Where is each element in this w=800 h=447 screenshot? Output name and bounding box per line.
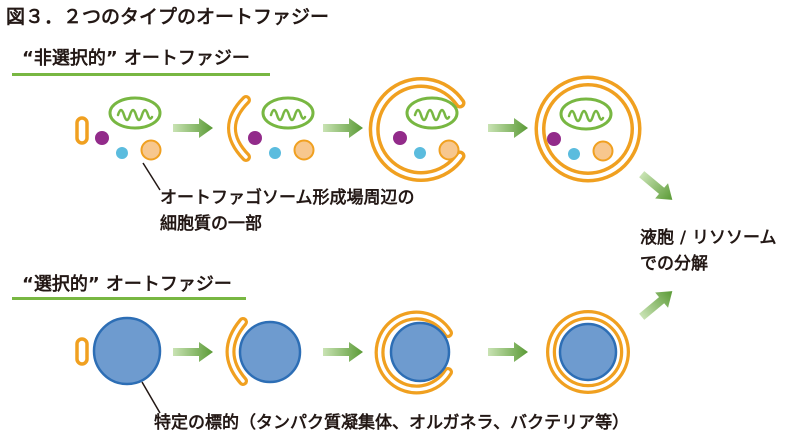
- mitochondrion-icon: [261, 96, 315, 130]
- vacuole-label-line2: での分解: [640, 254, 708, 274]
- cytoplasm-label-line2: 細胞質の一部: [160, 214, 262, 234]
- cargo-target-icon: [558, 322, 618, 382]
- step-arrow-icon: [323, 118, 363, 138]
- cargo-target-icon: [389, 321, 451, 383]
- selective-target-label: 特定の標的（タンパク質凝集体、オルガネラ、バクテリア等）: [154, 413, 630, 433]
- phagophore-small-icon: [75, 337, 89, 366]
- non-selective-underline: [12, 73, 270, 76]
- phagophore-small-icon: [75, 116, 89, 145]
- sel-stage-3: [374, 310, 453, 395]
- step-arrow-icon: [173, 342, 213, 362]
- mitochondrion-icon: [559, 97, 613, 131]
- target-pointer-line: [141, 381, 161, 414]
- mitochondrion-icon: [405, 96, 459, 130]
- sel-stage-2: [225, 317, 302, 386]
- mitochondrion-icon: [108, 96, 162, 130]
- np-stage-1: [75, 96, 162, 161]
- vacuole-label-line1: 液胞 / リソソーム: [640, 228, 777, 248]
- cargo-target-icon: [92, 316, 162, 386]
- down-right-arrow-icon: [635, 166, 679, 208]
- np-stage-2: [227, 95, 315, 162]
- cytoplasm-pointer-line: [142, 162, 161, 191]
- np-stage-4: [534, 75, 642, 183]
- selective-heading: “選択的” オートファジー: [22, 274, 232, 295]
- figure-title: 図３．２つのタイプのオートファジー: [6, 6, 330, 28]
- non-selective-heading: “非選択的” オートファジー: [22, 48, 250, 69]
- sel-stage-4: [546, 310, 630, 394]
- cargo-target-icon: [238, 320, 302, 384]
- cytoplasm-particles-icon: [94, 130, 162, 161]
- step-arrow-icon: [488, 342, 528, 362]
- step-arrow-icon: [488, 118, 528, 138]
- up-right-arrow-icon: [635, 283, 679, 325]
- vacuole-label: 液胞 / リソソーム での分解: [640, 225, 777, 277]
- cytoplasm-label: オートファゴソーム形成場周辺の 細胞質の一部: [160, 185, 415, 237]
- step-arrow-icon: [173, 118, 213, 138]
- cytoplasm-particles-icon: [247, 130, 315, 161]
- cytoplasm-label-line1: オートファゴソーム形成場周辺の: [160, 188, 415, 208]
- cytoplasm-particles-icon: [392, 130, 460, 161]
- cytoplasm-particles-icon: [546, 131, 614, 162]
- np-stage-3: [368, 77, 466, 182]
- step-arrow-icon: [323, 342, 363, 362]
- sel-stage-1: [75, 316, 162, 386]
- selective-underline: [12, 297, 246, 300]
